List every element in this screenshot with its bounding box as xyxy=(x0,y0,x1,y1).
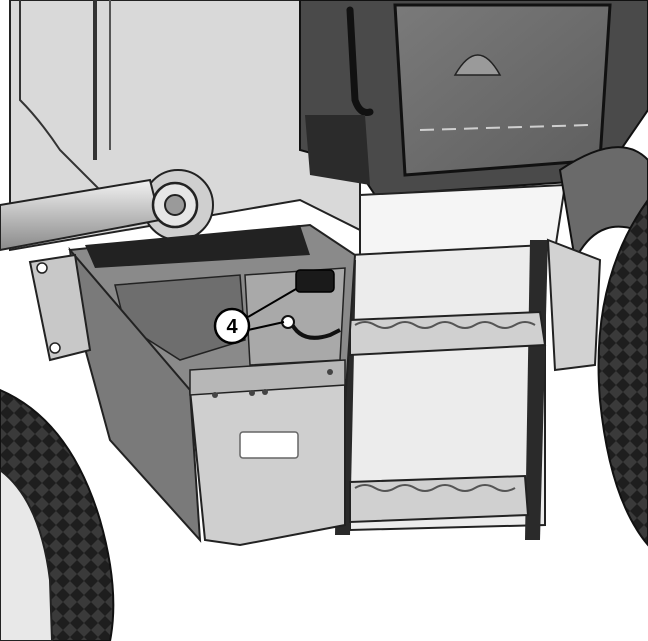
mounting-bracket xyxy=(28,253,92,362)
left-tire xyxy=(0,388,115,641)
lower-step xyxy=(349,474,530,524)
callout-label: 4 xyxy=(226,316,238,338)
cab xyxy=(299,0,648,197)
callout-4: 4 xyxy=(213,288,297,345)
hydraulic-cylinder xyxy=(0,178,199,252)
disconnect-switch xyxy=(281,269,341,340)
battery-compartment xyxy=(68,223,357,547)
callout-circle xyxy=(213,307,251,345)
right-tire xyxy=(546,146,648,547)
